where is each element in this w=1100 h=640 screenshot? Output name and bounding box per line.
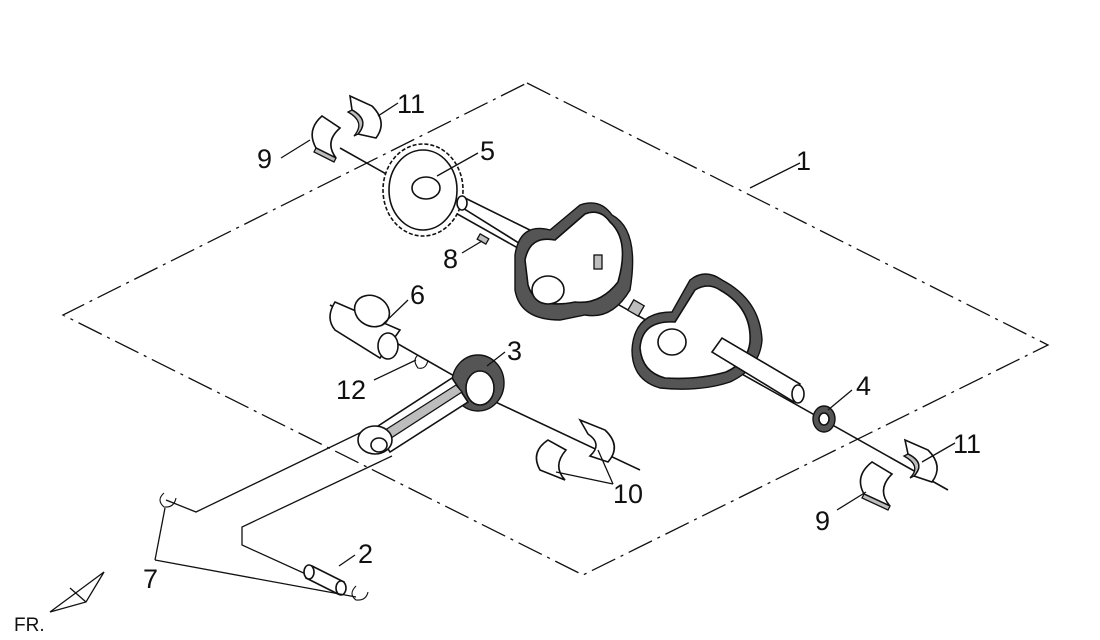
bearing-shell-right-lower (859, 461, 894, 511)
callout-11-top: 11 (397, 89, 425, 119)
assembly-boundary (61, 82, 1050, 576)
clip-right (414, 354, 429, 369)
clip-path-line (165, 427, 371, 513)
callout-1: 1 (796, 146, 811, 176)
callout-9-top: 9 (257, 144, 272, 174)
bearing-shells-conrod (535, 418, 616, 481)
front-direction-label: FR. (14, 615, 45, 636)
clip-lower-right (351, 585, 369, 601)
connecting-rod (357, 354, 505, 455)
callout-5: 5 (480, 136, 495, 166)
bearing-shell-top-upper (346, 94, 382, 139)
bearing-shell-right-upper (902, 438, 938, 483)
right-crank-shaft (710, 336, 805, 404)
small-pin (303, 564, 347, 596)
pin-path-line (241, 455, 393, 586)
callout-6: 6 (410, 280, 425, 310)
callout-3: 3 (507, 336, 522, 366)
left-crank-web (514, 202, 634, 321)
crank-pin-nut (626, 298, 646, 318)
callout-10: 10 (613, 479, 643, 509)
callout-2: 2 (358, 539, 373, 569)
bearing-shell-top-lower (311, 114, 342, 163)
right-crank-web (631, 273, 763, 390)
clip-upper-left (159, 492, 177, 508)
piston-pin (329, 294, 402, 360)
front-direction-arrow (49, 571, 105, 613)
callout-9-right: 9 (815, 506, 830, 536)
callout-4: 4 (856, 371, 871, 401)
leader-lines (154, 102, 956, 598)
callout-11-right: 11 (953, 429, 981, 459)
timing-gear (382, 143, 464, 237)
callout-8: 8 (443, 244, 458, 274)
oil-seal (812, 405, 836, 433)
callout-7: 7 (143, 564, 158, 594)
callout-12: 12 (336, 375, 366, 405)
